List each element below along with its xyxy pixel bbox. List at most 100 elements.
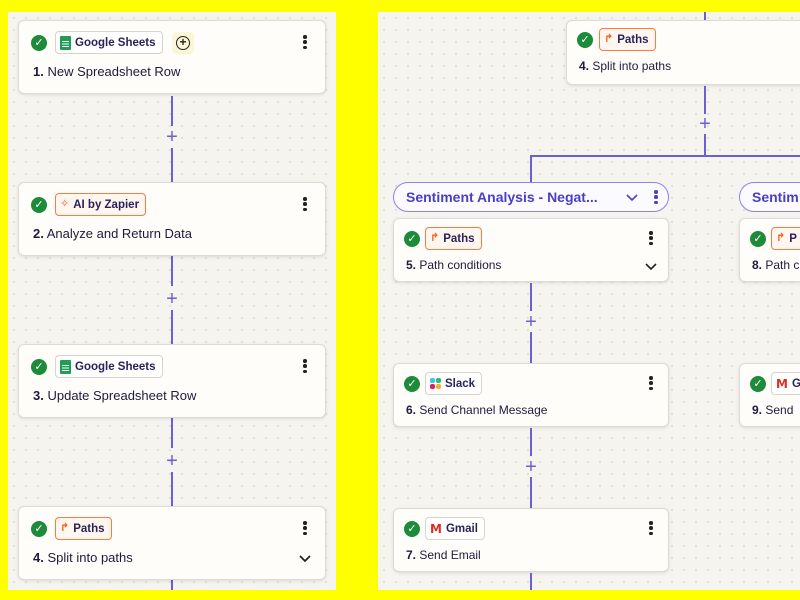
more-options-icon[interactable]	[299, 357, 311, 375]
google-sheets-icon	[60, 359, 71, 374]
step-number: 3.	[33, 388, 44, 403]
step-name: Split into paths	[592, 59, 672, 73]
right-editor-canvas: ✓ ↱ Paths 4. Split into paths + Sentimen…	[378, 12, 800, 590]
app-badge-slack[interactable]: Slack	[425, 372, 483, 395]
app-badge-google-sheets[interactable]: Google Sheets	[55, 355, 163, 378]
more-options-icon[interactable]	[299, 519, 311, 537]
more-options-icon[interactable]	[299, 33, 311, 51]
app-badge-paths[interactable]: ↱ Paths	[599, 28, 656, 51]
connector-line	[171, 256, 173, 286]
more-options-icon[interactable]	[645, 519, 657, 537]
add-step-button[interactable]: +	[166, 450, 178, 472]
add-step-circle-button[interactable]: +	[172, 32, 194, 54]
paths-icon: ↱	[776, 232, 786, 244]
step-title: 8. Path c	[752, 258, 799, 272]
app-name: Gmail	[445, 522, 478, 535]
step-title: 6. Send Channel Message	[406, 403, 547, 417]
step-card-4-split[interactable]: ✓ ↱ Paths 4. Split into paths	[566, 20, 800, 85]
step-card-5[interactable]: ✓ ↱ Paths 5. Path conditions	[393, 218, 669, 282]
add-step-button[interactable]: +	[699, 113, 711, 135]
ai-sparkle-icon: ✧	[60, 198, 70, 210]
step-card-2[interactable]: ✓ ✧ AI by Zapier 2. Analyze and Return D…	[18, 182, 326, 256]
connector-line	[530, 332, 532, 363]
connector-line	[530, 155, 532, 182]
connector-line	[171, 472, 173, 506]
check-icon: ✓	[750, 231, 766, 247]
app-badge-paths[interactable]: ↱ P	[771, 227, 800, 250]
app-badge-gmail[interactable]: M Gmail	[425, 517, 485, 540]
paths-icon: ↱	[60, 522, 70, 534]
step-name: Path c	[765, 258, 800, 272]
path-branch-name: Sentim	[752, 189, 799, 205]
google-sheets-icon	[60, 35, 71, 50]
connector-line	[530, 428, 532, 456]
step-title: 9. Send	[752, 403, 793, 417]
app-name: AI by Zapier	[73, 198, 140, 211]
connector-line	[704, 12, 706, 20]
step-name: New Spreadsheet Row	[47, 64, 181, 79]
step-card-6[interactable]: ✓ Slack 6. Send Channel Message	[393, 363, 669, 427]
app-badge-google-sheets[interactable]: Google Sheets	[55, 31, 163, 54]
step-card-3[interactable]: ✓ Google Sheets 3. Update Spreadsheet Ro…	[18, 344, 326, 418]
step-card-4[interactable]: ✓ ↱ Paths 4. Split into paths	[18, 506, 326, 580]
chevron-down-icon[interactable]	[644, 262, 658, 272]
check-icon: ✓	[31, 197, 47, 213]
step-title: 4. Split into paths	[33, 550, 133, 565]
step-name: Update Spreadsheet Row	[47, 388, 197, 403]
add-step-button[interactable]: +	[525, 311, 537, 333]
check-icon: ✓	[31, 35, 47, 51]
chevron-down-icon[interactable]	[626, 193, 638, 202]
add-step-button[interactable]: +	[525, 456, 537, 478]
check-icon: ✓	[404, 231, 420, 247]
step-title: 1. New Spreadsheet Row	[33, 64, 180, 79]
connector-line	[171, 148, 173, 182]
step-number: 5.	[406, 258, 417, 272]
app-name: G	[791, 377, 800, 390]
step-card-7[interactable]: ✓ M Gmail 7. Send Email	[393, 508, 669, 572]
step-number: 9.	[752, 403, 763, 417]
app-badge-paths[interactable]: ↱ Paths	[55, 517, 112, 540]
check-icon: ✓	[31, 359, 47, 375]
connector-line	[171, 310, 173, 344]
step-number: 7.	[406, 548, 417, 562]
app-badge-paths[interactable]: ↱ Paths	[425, 227, 482, 250]
add-step-button[interactable]: +	[166, 126, 178, 148]
step-card-8[interactable]: ✓ ↱ P 8. Path c	[739, 218, 800, 282]
step-number: 4.	[579, 59, 590, 73]
step-card-1[interactable]: ✓ Google Sheets + 1. New Spreadsheet Row	[18, 20, 326, 94]
step-name: Split into paths	[47, 550, 133, 565]
connector-line	[171, 96, 173, 126]
app-name: Google Sheets	[75, 360, 156, 373]
step-title: 3. Update Spreadsheet Row	[33, 388, 196, 403]
connector-line	[530, 283, 532, 311]
connector-line	[704, 86, 706, 114]
path-branch-negative[interactable]: Sentiment Analysis - Negat...	[393, 182, 669, 212]
chevron-down-icon[interactable]	[298, 554, 312, 564]
app-name: Paths	[443, 232, 475, 245]
add-step-button[interactable]: +	[166, 288, 178, 310]
more-options-icon[interactable]	[645, 374, 657, 392]
app-name: Google Sheets	[75, 36, 156, 49]
path-branch-second[interactable]: Sentim	[739, 182, 800, 212]
step-name: Analyze and Return Data	[46, 226, 193, 241]
app-badge-ai-by-zapier[interactable]: ✧ AI by Zapier	[55, 193, 147, 216]
step-number: 8.	[752, 258, 763, 272]
branch-connector-line	[530, 155, 800, 157]
check-icon: ✓	[31, 521, 47, 537]
step-number: 2.	[33, 226, 44, 241]
check-icon: ✓	[404, 521, 420, 537]
app-badge-gmail[interactable]: M G	[771, 372, 800, 395]
connector-line	[171, 418, 173, 448]
connector-line	[530, 573, 532, 590]
more-options-icon[interactable]	[299, 195, 311, 213]
check-icon: ✓	[750, 376, 766, 392]
more-options-icon[interactable]	[645, 229, 657, 247]
gmail-icon: M	[430, 521, 442, 536]
step-name: Send Email	[419, 548, 481, 562]
app-name: P	[789, 232, 797, 245]
step-name: Send	[765, 403, 794, 417]
step-card-9[interactable]: ✓ M G 9. Send	[739, 363, 800, 427]
slack-icon	[430, 378, 441, 389]
step-name: Path conditions	[419, 258, 502, 272]
more-options-icon[interactable]	[650, 188, 662, 206]
